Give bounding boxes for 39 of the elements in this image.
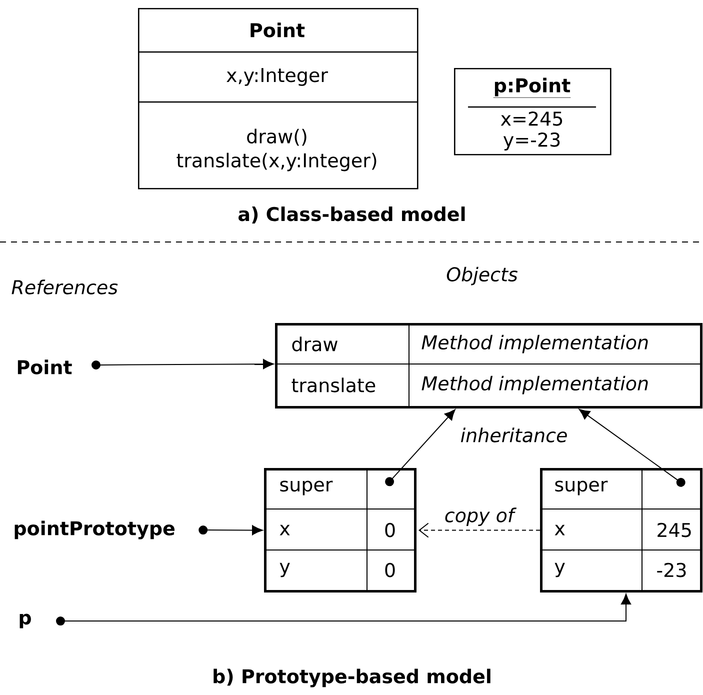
class-text: draw() translate(x,y:Integer): [176, 128, 376, 172]
arrow: [578, 409, 686, 487]
cell-text: y: [280, 562, 290, 578]
arrow: [198, 525, 263, 536]
object-box: [454, 68, 612, 156]
class-text: Point: [250, 22, 305, 38]
reference-name: pointPrototype: [14, 520, 174, 540]
arrow: [385, 409, 456, 486]
cell-text: 0: [385, 522, 395, 538]
cell-text: 245: [658, 522, 691, 538]
section-heading: References: [12, 280, 118, 294]
inheritance-label: inheritance: [460, 428, 567, 442]
cell-text: x: [280, 524, 290, 536]
class-box: [138, 8, 418, 190]
cell-text: draw: [292, 336, 338, 352]
figure-caption: a) Class-based model: [238, 206, 465, 224]
cell-text: x: [554, 524, 565, 536]
class-text: x,y:Integer: [226, 68, 328, 86]
cell-text: translate: [292, 378, 376, 392]
reference-name: p: [20, 614, 31, 628]
object-table: [540, 468, 703, 592]
arrow: [418, 522, 540, 538]
cell-text: super: [280, 480, 333, 496]
object-table: [274, 322, 703, 408]
object-name: p:Point: [493, 78, 571, 98]
arrow: [92, 359, 274, 370]
cell-text: Method implementation: [422, 376, 648, 394]
cell-text: -23: [657, 562, 686, 578]
cell-text: y: [554, 562, 565, 578]
cell-text: super: [555, 480, 608, 496]
figure-caption: b) Prototype-based model: [214, 668, 490, 688]
cell-text: Method implementation: [422, 334, 648, 354]
section-heading: Objects: [446, 266, 518, 286]
edge-label: copy of: [445, 508, 517, 526]
arrow: [56, 594, 632, 626]
reference-name: Point: [18, 360, 72, 374]
object-table: [264, 468, 416, 592]
cell-text: 0: [385, 562, 395, 578]
attribute-values: x=245 y=-23: [500, 111, 562, 151]
